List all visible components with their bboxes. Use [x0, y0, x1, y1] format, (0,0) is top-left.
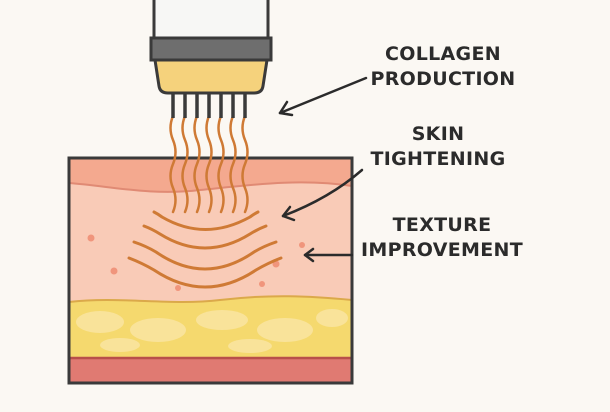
epidermis-boundary [68, 181, 353, 193]
arrow-left-icon [278, 76, 368, 117]
texture-label-line1: TEXTURE [392, 214, 492, 236]
heat-waves [127, 210, 283, 289]
texture-improvement-label: TEXTURE IMPROVEMENT [356, 213, 528, 263]
collagen-label-line2: PRODUCTION [370, 68, 516, 90]
collagen-label-line1: COLLAGEN [385, 43, 501, 65]
dermis-dots [87, 234, 305, 291]
arrow-left-icon [281, 168, 364, 222]
tightening-label-line1: SKIN [411, 123, 465, 145]
annotation-arrows [278, 76, 368, 263]
texture-label-line2: IMPROVEMENT [361, 239, 523, 261]
needle-pins [171, 93, 247, 118]
fat-cells [76, 309, 348, 353]
arrow-left-icon [303, 247, 354, 263]
fat-boundary [68, 295, 353, 303]
muscle-layer [69, 358, 352, 383]
epidermis-layer [69, 158, 352, 192]
tightening-label-line2: TIGHTENING [370, 148, 506, 170]
collagen-production-label: COLLAGEN PRODUCTION [368, 42, 518, 92]
radiofrequency-device-icon [149, 0, 273, 118]
microcurrent-lines [169, 114, 249, 214]
skin-tightening-label: SKIN TIGHTENING [363, 122, 513, 172]
